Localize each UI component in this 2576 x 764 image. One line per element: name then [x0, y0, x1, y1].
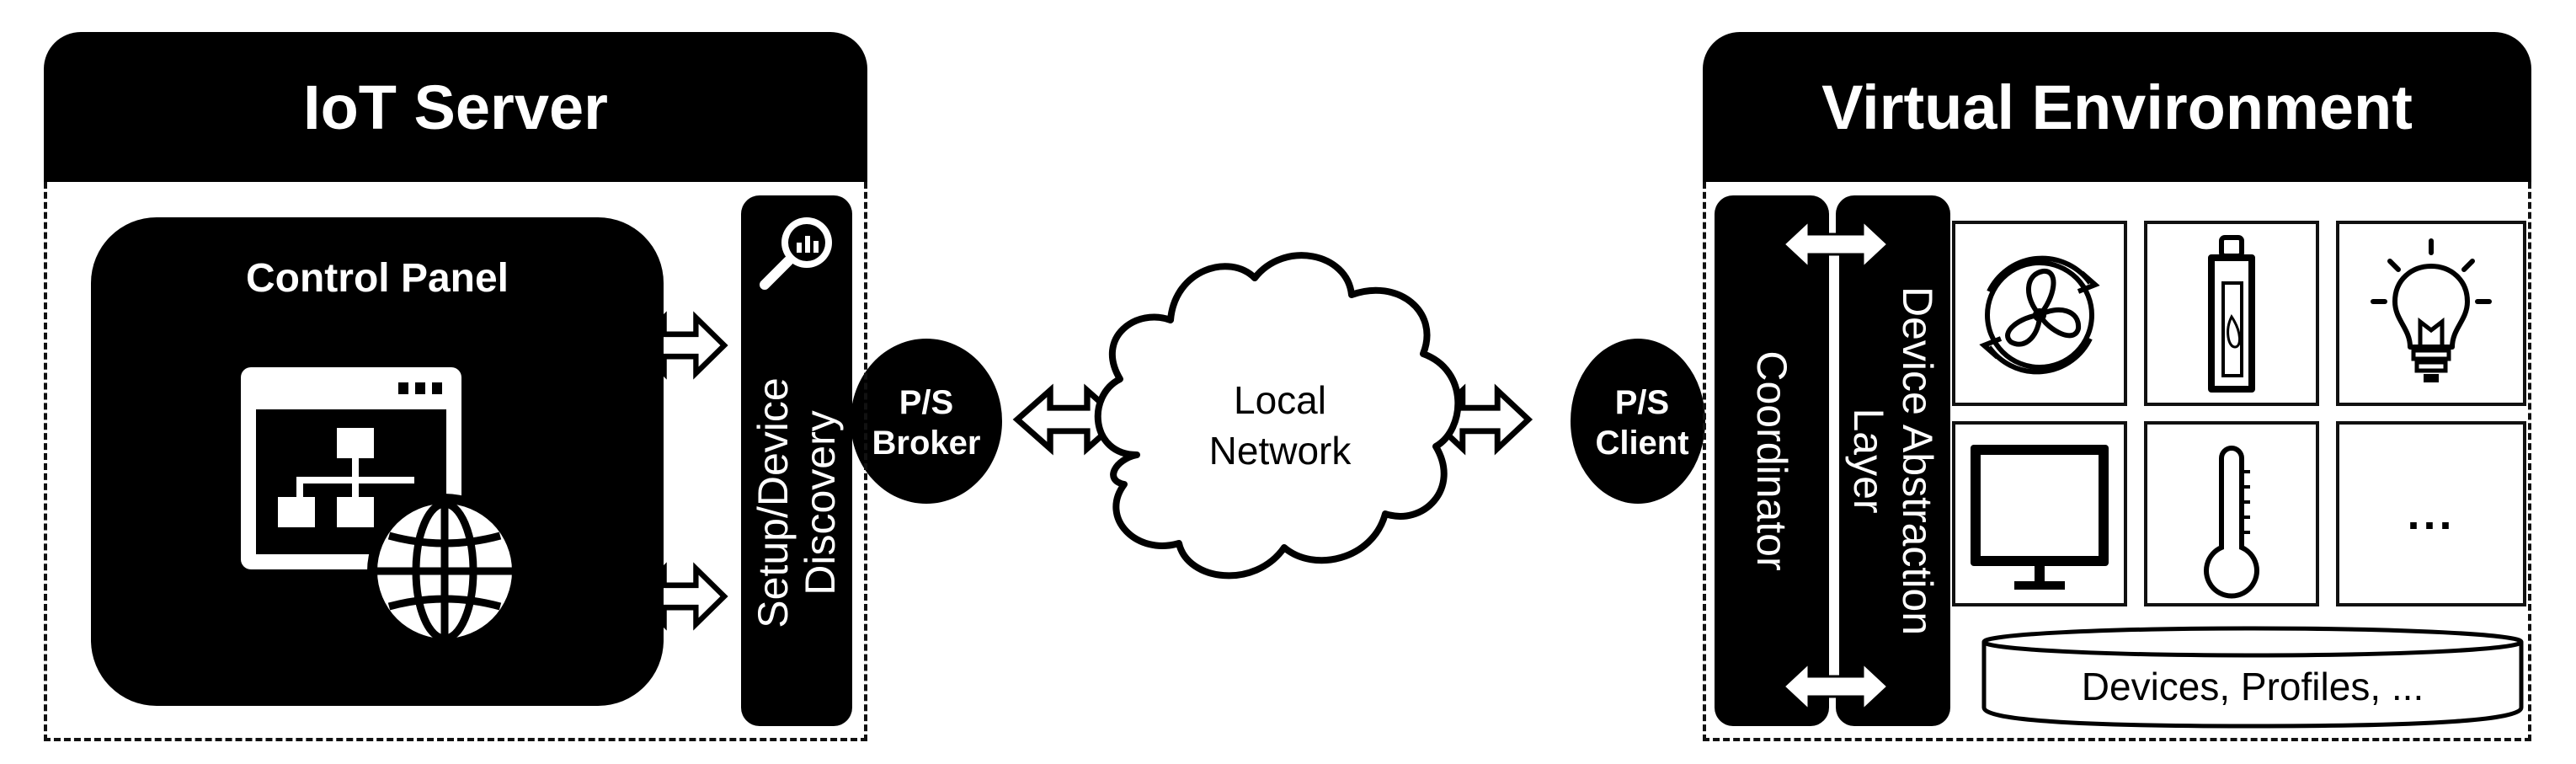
virtual-env-body — [1703, 182, 2531, 741]
device-cell-fan — [1952, 221, 2127, 406]
broker-circle — [851, 339, 1002, 504]
device-grid: ... — [1952, 221, 2526, 606]
local-network-line2: Network — [1208, 429, 1352, 473]
bottle-icon — [2208, 235, 2255, 393]
device-cell-thermometer — [2144, 421, 2319, 606]
iot-server-title: IoT Server — [303, 72, 608, 142]
iot-server-header: IoT Server — [44, 32, 867, 182]
thermometer-icon — [2204, 446, 2259, 599]
storage-label: Devices, Profiles, ... — [2081, 665, 2424, 708]
local-network-label: Local Network — [1171, 371, 1389, 480]
storage-cylinder — [1981, 626, 2524, 729]
dal-bar: Device Abstraction Layer — [1836, 195, 1950, 726]
setup-discovery-label: Setup/Device Discovery — [742, 292, 851, 713]
magnifier-chart-icon — [760, 217, 832, 290]
setup-discovery-line1: Setup/Device — [749, 377, 797, 628]
device-cell-lightbulb — [2336, 221, 2526, 406]
device-cell-monitor — [1952, 421, 2127, 606]
iot-server-body — [44, 182, 867, 741]
device-cell-more: ... — [2336, 421, 2526, 606]
device-cell-bottle — [2144, 221, 2319, 406]
virtual-env-title: Virtual Environment — [1821, 72, 2413, 142]
client-line2: Client — [1595, 425, 1689, 462]
monitor-icon — [1971, 445, 2109, 590]
client-line1: P/S — [1614, 384, 1670, 421]
lightbulb-icon — [2371, 238, 2492, 382]
broker-line2: Broker — [872, 425, 981, 462]
client-label: P/S Client — [1575, 381, 1709, 465]
local-network-line1: Local — [1234, 378, 1326, 422]
setup-discovery-line2: Discovery — [797, 410, 844, 596]
control-panel-title: Control Panel — [245, 255, 509, 301]
fan-icon — [1979, 255, 2100, 375]
setup-discovery-bar: Setup/Device Discovery — [741, 195, 852, 726]
coordinator-bar: Coordinator — [1715, 195, 1829, 726]
broker-label: P/S Broker — [851, 381, 1002, 465]
broker-line1: P/S — [899, 384, 954, 421]
local-network-cloud — [1094, 252, 1462, 580]
coordinator-dal-connector — [1781, 219, 1891, 713]
control-panel: Control Panel — [91, 217, 664, 706]
client-circle — [1571, 339, 1705, 504]
virtual-env-header: Virtual Environment — [1703, 32, 2531, 182]
dashboard-globe-icon — [241, 367, 522, 649]
